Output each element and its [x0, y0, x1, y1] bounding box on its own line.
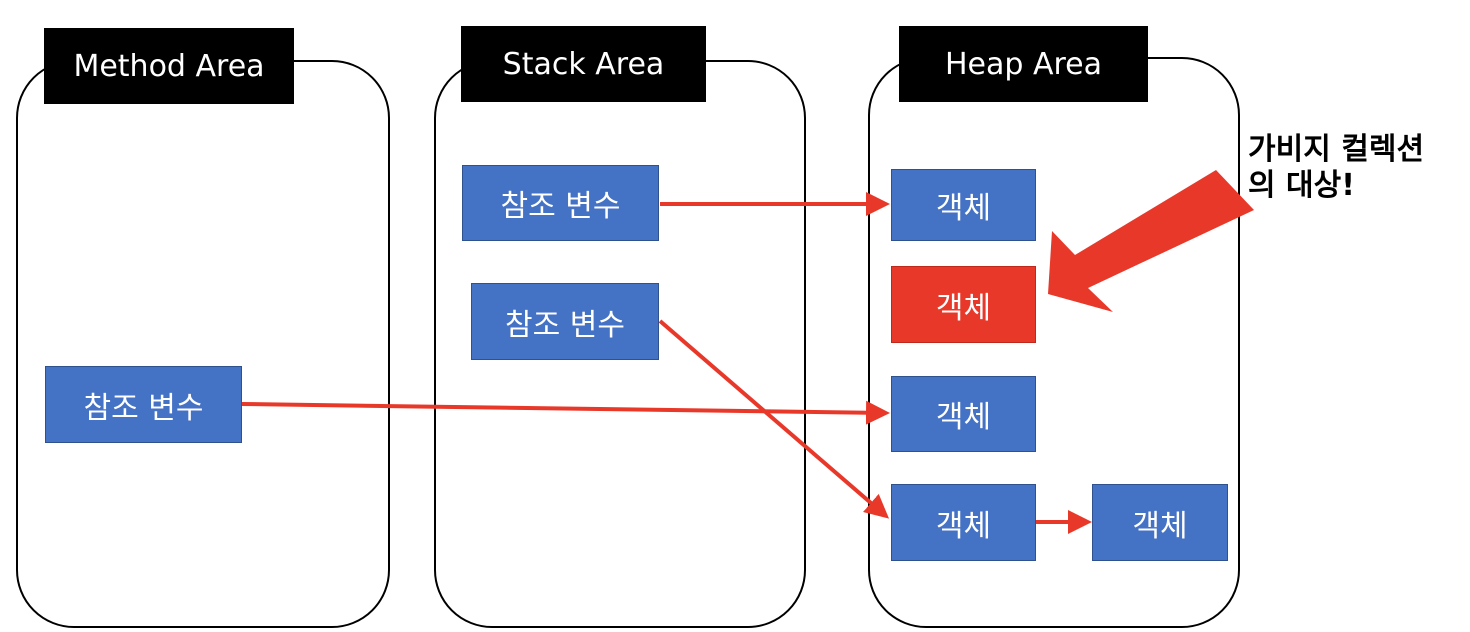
heap-object-5: 객체: [1092, 484, 1228, 561]
heap-object-garbage: 객체: [891, 266, 1036, 343]
stack-reference-variable-1: 참조 변수: [462, 165, 659, 241]
heap-object-3: 객체: [891, 376, 1036, 452]
heap-object-4: 객체: [891, 484, 1036, 561]
heap-area-label: Heap Area: [899, 26, 1148, 102]
garbage-collection-note: 가비지 컬렉션 의 대상!: [1248, 132, 1425, 203]
heap-object-1: 객체: [891, 169, 1036, 241]
method-area-panel: [16, 60, 390, 628]
stack-area-label: Stack Area: [461, 26, 706, 102]
method-reference-variable: 참조 변수: [45, 366, 242, 443]
method-area-label: Method Area: [44, 28, 294, 104]
stack-reference-variable-2: 참조 변수: [471, 283, 659, 360]
